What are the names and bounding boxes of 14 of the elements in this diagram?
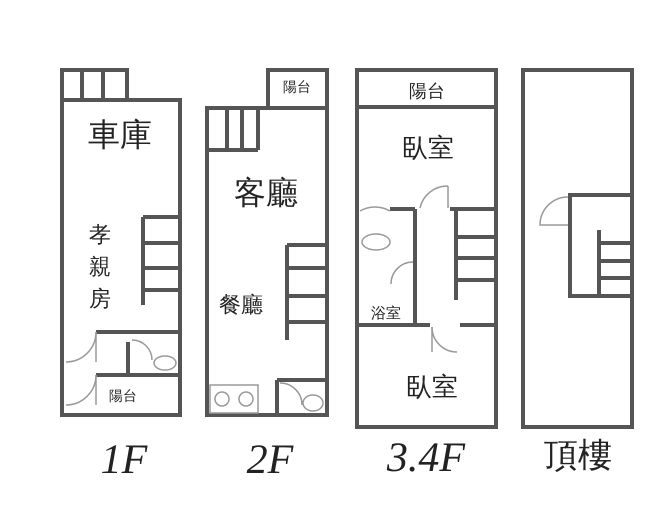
room-label: 臥室 <box>406 374 458 402</box>
room-label: 陽台 <box>409 82 445 102</box>
room-label: 客廳 <box>234 175 298 211</box>
room-label: 浴室 <box>371 304 401 322</box>
room-label: 臥室 <box>402 134 454 164</box>
floor-label: 1F <box>100 436 148 484</box>
room-label: 陽台 <box>283 80 311 96</box>
floor-label: 3.4F <box>386 434 466 482</box>
room-label: 孝親房 <box>89 222 111 314</box>
room-label: 車庫 <box>88 117 152 153</box>
room-label: 餐廳 <box>219 294 263 318</box>
floor-label: 頂樓 <box>544 437 612 475</box>
floor-label: 2F <box>246 436 294 484</box>
room-label: 陽台 <box>109 389 137 405</box>
